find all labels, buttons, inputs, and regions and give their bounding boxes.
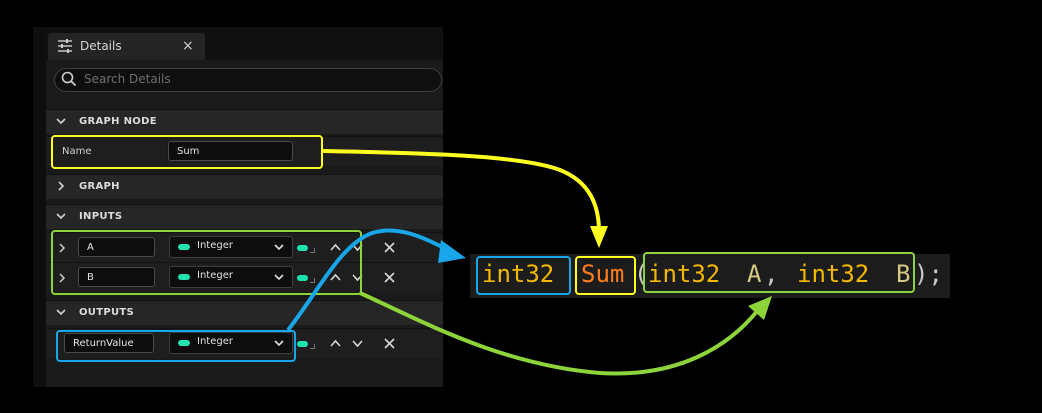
chevron-right-icon[interactable] bbox=[58, 273, 66, 283]
type-select[interactable]: Integer bbox=[169, 332, 293, 354]
arrow-up-icon[interactable] bbox=[330, 338, 341, 349]
pin-type-indicator[interactable] bbox=[297, 341, 308, 347]
type-label: Integer bbox=[197, 240, 233, 251]
arrow-down-icon[interactable] bbox=[352, 338, 363, 349]
highlight-inputs bbox=[51, 230, 362, 295]
output-row-returnvalue: ReturnValue Integer bbox=[46, 328, 443, 358]
chevron-down-icon bbox=[56, 309, 66, 316]
highlight-function-name bbox=[575, 256, 636, 295]
highlight-output bbox=[56, 330, 296, 362]
type-pill bbox=[178, 340, 190, 346]
sliders-icon bbox=[58, 39, 72, 53]
highlight-return-type bbox=[476, 256, 571, 295]
highlight-params bbox=[643, 252, 915, 293]
chevron-down-icon bbox=[56, 213, 66, 220]
tab-close-button[interactable]: × bbox=[182, 38, 194, 54]
chevron-right-icon[interactable] bbox=[58, 243, 66, 253]
type-select[interactable]: Integer bbox=[169, 236, 293, 258]
code-snippet bbox=[470, 254, 950, 298]
arrow-yellow bbox=[322, 149, 608, 248]
dropdown-arrow-icon bbox=[274, 244, 284, 251]
tab-details[interactable] bbox=[48, 33, 205, 60]
name-label: Name bbox=[62, 146, 92, 157]
chevron-down-icon bbox=[56, 118, 66, 125]
code-comma: , bbox=[764, 260, 779, 288]
input-name-field[interactable]: B bbox=[78, 267, 155, 287]
code-param-b-name: B bbox=[896, 260, 911, 288]
code-function-name: Sum bbox=[581, 260, 625, 288]
section-graph-node[interactable]: GRAPH NODE bbox=[46, 109, 443, 134]
remove-icon[interactable] bbox=[384, 242, 395, 253]
arrow-up-icon[interactable] bbox=[330, 272, 341, 283]
name-field[interactable]: Sum bbox=[168, 141, 293, 161]
section-label: INPUTS bbox=[79, 211, 123, 222]
pin-corner-icon bbox=[310, 344, 315, 349]
code-param-b-type: int32 bbox=[797, 260, 870, 288]
pin-type-indicator[interactable] bbox=[297, 275, 308, 281]
code-param-a-name: A bbox=[747, 260, 762, 288]
arrow-up-icon[interactable] bbox=[330, 242, 341, 253]
type-label: Integer bbox=[197, 336, 233, 347]
name-row: Name Sum bbox=[46, 136, 443, 166]
section-outputs[interactable]: OUTPUTS bbox=[46, 300, 443, 325]
pin-corner-icon bbox=[310, 278, 315, 283]
pin-type-indicator[interactable] bbox=[297, 245, 308, 251]
search-placeholder: Search Details bbox=[84, 72, 171, 86]
chevron-right-icon bbox=[58, 181, 65, 191]
code-param-a-type: int32 bbox=[648, 260, 721, 288]
section-label: OUTPUTS bbox=[79, 307, 135, 318]
section-inputs[interactable]: INPUTS bbox=[46, 204, 443, 229]
panel-left-strip bbox=[33, 27, 46, 387]
type-pill bbox=[178, 274, 190, 280]
input-name-field[interactable]: A bbox=[78, 237, 155, 257]
output-name-field[interactable]: ReturnValue bbox=[64, 333, 154, 353]
type-label: Integer bbox=[197, 270, 233, 281]
tab-label: Details bbox=[80, 39, 122, 53]
input-row-b: B Integer bbox=[46, 262, 443, 292]
remove-icon[interactable] bbox=[384, 272, 395, 283]
search-icon bbox=[61, 71, 77, 87]
dropdown-arrow-icon bbox=[274, 340, 284, 347]
type-select[interactable]: Integer bbox=[169, 266, 293, 288]
pin-corner-icon bbox=[310, 248, 315, 253]
highlight-name-row bbox=[51, 135, 323, 169]
type-pill bbox=[178, 244, 190, 250]
remove-icon[interactable] bbox=[384, 338, 395, 349]
arrow-blue bbox=[286, 228, 466, 332]
arrow-green bbox=[359, 291, 772, 376]
section-label: GRAPH bbox=[79, 181, 120, 192]
section-label: GRAPH NODE bbox=[79, 116, 157, 127]
input-row-a: A Integer bbox=[46, 232, 443, 262]
section-graph[interactable]: GRAPH bbox=[46, 174, 443, 199]
code-close: ); bbox=[914, 260, 943, 288]
code-return-type: int32 bbox=[482, 260, 555, 288]
column-divider bbox=[166, 137, 167, 166]
search-input[interactable] bbox=[54, 68, 442, 92]
dropdown-arrow-icon bbox=[274, 274, 284, 281]
